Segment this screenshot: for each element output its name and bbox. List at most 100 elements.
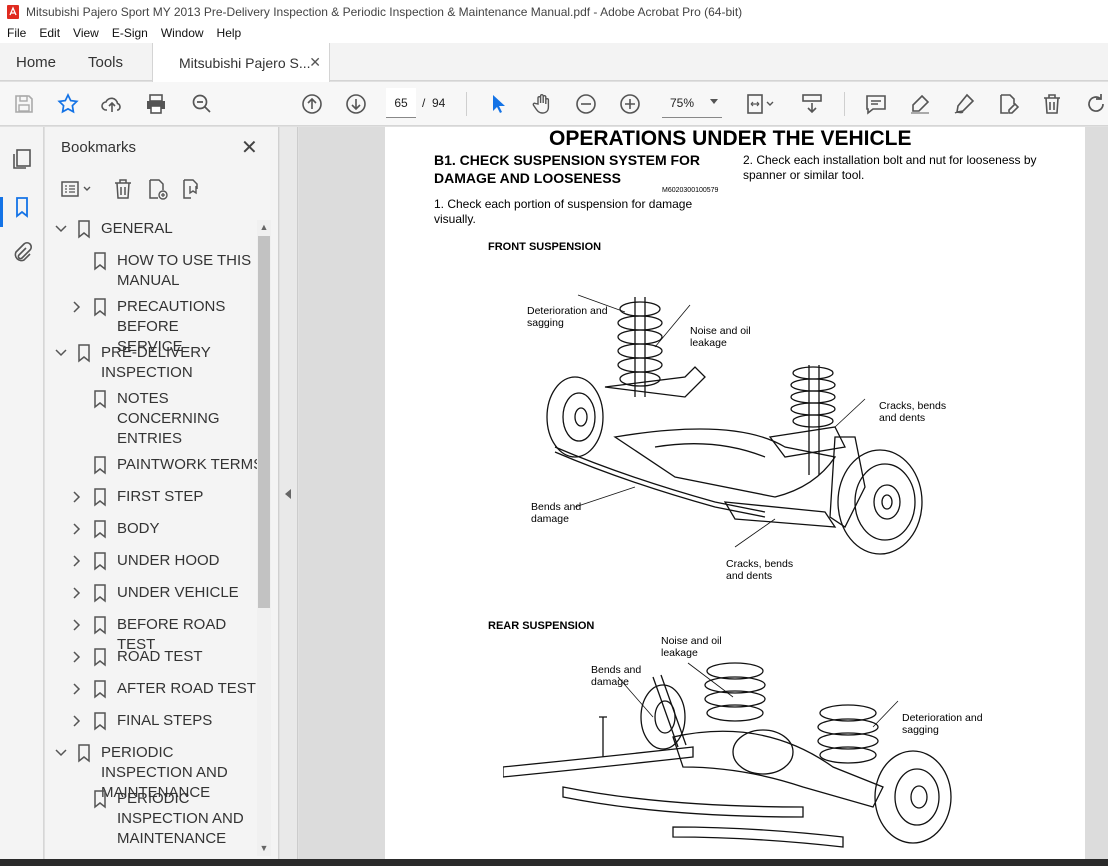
bookmark-item[interactable]: FIRST STEP	[49, 487, 257, 507]
bookmark-options-icon[interactable]	[59, 177, 93, 201]
bookmark-item[interactable]: PERIODIC INSPECTION AND MAINTENANCE	[49, 743, 257, 801]
bookmark-item[interactable]: HOW TO USE THIS MANUAL	[49, 251, 257, 291]
zoom-select[interactable]: 75%	[662, 88, 722, 118]
bookmark-list: GENERAL HOW TO USE THIS MANUAL PRECAUTIONS…	[49, 219, 257, 859]
collapse-arrow-icon	[285, 489, 291, 499]
edit-pdf-icon[interactable]	[994, 90, 1022, 118]
sign-pen-icon[interactable]	[950, 90, 978, 118]
tab-tools[interactable]: Tools	[88, 53, 124, 71]
page-heading: OPERATIONS UNDER THE VEHICLE	[549, 127, 912, 150]
bookmark-icon	[94, 456, 106, 475]
scroll-mode-icon[interactable]	[798, 90, 826, 118]
attachment-icon[interactable]	[10, 241, 34, 265]
chevron-right-icon[interactable]	[71, 651, 83, 663]
chevron-right-icon[interactable]	[71, 715, 83, 727]
menu-help[interactable]: Help	[216, 26, 242, 40]
print-icon[interactable]	[142, 90, 170, 118]
comment-icon[interactable]	[862, 90, 890, 118]
label-front-cracks-bottom: Cracks, bends and dents	[726, 558, 794, 582]
highlight-pen-icon[interactable]	[906, 90, 934, 118]
active-indicator	[0, 197, 3, 227]
chevron-down-icon[interactable]	[55, 747, 67, 759]
left-rail	[0, 127, 44, 866]
next-page-icon[interactable]	[342, 90, 370, 118]
tab-document[interactable]: Mitsubishi Pajero S... ✕	[152, 43, 330, 82]
bookmark-label: AFTER ROAD TEST	[117, 680, 256, 697]
bookmark-panel-icon[interactable]	[10, 195, 34, 219]
tab-document-label: Mitsubishi Pajero S...	[179, 54, 311, 71]
tab-home[interactable]: Home	[16, 53, 57, 71]
close-tab-icon[interactable]: ✕	[309, 54, 321, 70]
panel-collapse-handle[interactable]	[280, 127, 298, 866]
save-icon[interactable]	[10, 90, 38, 118]
zoom-in-icon[interactable]	[616, 90, 644, 118]
zoom-out-search-icon[interactable]	[188, 90, 216, 118]
rear-suspension-title: REAR SUSPENSION	[488, 620, 595, 632]
delete-bookmark-icon[interactable]	[111, 177, 135, 201]
chevron-right-icon[interactable]	[71, 523, 83, 535]
menu-esign[interactable]: E-Sign	[111, 26, 148, 40]
bookmark-label: FIRST STEP	[117, 488, 204, 505]
scroll-down-icon[interactable]: ▼	[259, 843, 269, 853]
hand-tool-icon[interactable]	[528, 90, 556, 118]
bookmark-item[interactable]: GENERAL	[49, 219, 257, 239]
upload-cloud-icon[interactable]	[98, 90, 126, 118]
bookmark-label: FINAL STEPS	[117, 712, 213, 729]
bookmark-item[interactable]: PRECAUTIONS BEFORE SERVICE	[49, 297, 257, 355]
star-icon[interactable]	[54, 90, 82, 118]
page-thumbnails-icon[interactable]	[10, 147, 34, 171]
bookmark-item[interactable]: FINAL STEPS	[49, 711, 257, 731]
bookmark-item[interactable]: UNDER VEHICLE	[49, 583, 257, 603]
bookmark-item[interactable]: UNDER HOOD	[49, 551, 257, 571]
bookmark-item[interactable]: NOTES CONCERNING ENTRIES	[49, 389, 257, 449]
menu-edit[interactable]: Edit	[39, 26, 61, 40]
front-suspension-title: FRONT SUSPENSION	[488, 241, 602, 253]
bookmark-item[interactable]: AFTER ROAD TEST	[49, 679, 257, 699]
chevron-down-icon[interactable]	[55, 223, 67, 235]
page-number-input[interactable]: 65	[386, 88, 416, 118]
bookmark-item[interactable]: BEFORE ROAD TEST	[49, 615, 257, 653]
main-toolbar	[0, 82, 1108, 126]
scroll-up-icon[interactable]: ▲	[259, 222, 269, 232]
chevron-right-icon[interactable]	[71, 587, 83, 599]
bookmark-label: PRECAUTIONS BEFORE SERVICE	[117, 298, 226, 355]
fit-page-icon[interactable]	[742, 90, 778, 118]
bookmark-item[interactable]: BODY	[49, 519, 257, 539]
bookmark-item[interactable]: ROAD TEST	[49, 647, 257, 667]
document-view[interactable]: OPERATIONS UNDER THE VEHICLE B1. CHECK S…	[299, 127, 1108, 866]
rotate-icon[interactable]	[1082, 90, 1108, 118]
bookmark-icon	[94, 680, 106, 699]
bookmark-item[interactable]: PRE-DELIVERY INSPECTION	[49, 343, 257, 383]
zoom-out-icon[interactable]	[572, 90, 600, 118]
bookmark-icon	[94, 584, 106, 603]
find-bookmark-icon[interactable]	[179, 177, 203, 201]
select-cursor-icon[interactable]	[484, 90, 512, 118]
chevron-right-icon[interactable]	[71, 619, 83, 631]
toolbar-divider	[844, 92, 845, 116]
delete-icon[interactable]	[1038, 90, 1066, 118]
zoom-value: 75%	[670, 95, 695, 110]
bookmark-label: PERIODIC INSPECTION AND MAINTENANCE	[101, 744, 228, 801]
close-panel-icon[interactable]: ✕	[241, 137, 258, 159]
bookmark-icon	[78, 744, 90, 763]
chevron-right-icon[interactable]	[71, 491, 83, 503]
label-rear-bends: Bends and damage	[591, 664, 642, 688]
bookmark-item[interactable]: PAINTWORK TERMS	[49, 455, 257, 475]
chevron-right-icon[interactable]	[71, 555, 83, 567]
pdf-page: OPERATIONS UNDER THE VEHICLE B1. CHECK S…	[385, 127, 1085, 866]
bookmark-icon	[78, 344, 90, 363]
previous-page-icon[interactable]	[298, 90, 326, 118]
menu-view[interactable]: View	[73, 26, 99, 40]
chevron-right-icon[interactable]	[71, 683, 83, 695]
menu-window[interactable]: Window	[160, 26, 204, 40]
bookmark-label: PRE-DELIVERY INSPECTION	[101, 344, 211, 381]
chevron-down-icon[interactable]	[55, 347, 67, 359]
new-bookmark-icon[interactable]	[145, 177, 169, 201]
bookmark-scroll-thumb[interactable]	[258, 236, 270, 608]
chevron-right-icon[interactable]	[71, 301, 83, 313]
bookmark-label: UNDER VEHICLE	[117, 584, 239, 601]
bookmark-item[interactable]: PERIODIC INSPECTION AND MAINTENANCE	[49, 789, 257, 849]
bookmark-icon	[94, 552, 106, 571]
bookmark-label: BODY	[117, 520, 160, 537]
menu-file[interactable]: File	[7, 26, 27, 40]
